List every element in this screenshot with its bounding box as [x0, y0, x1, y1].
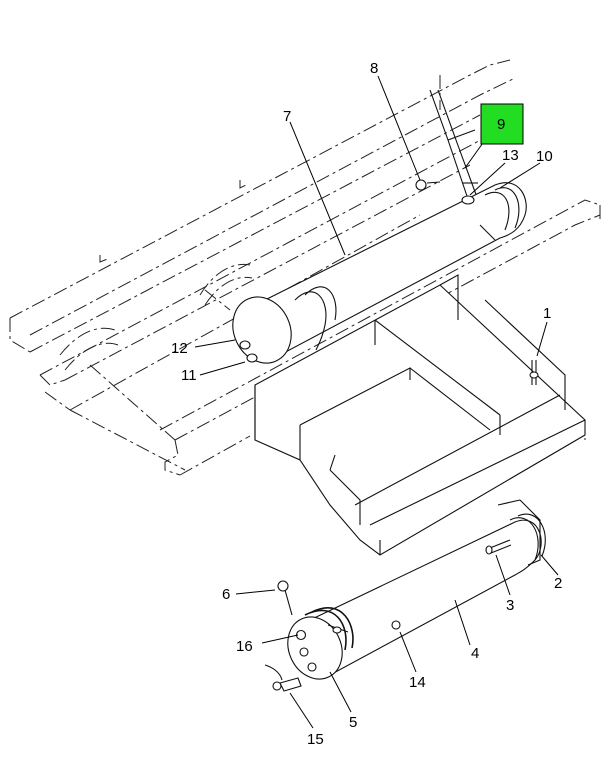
- callout-10[interactable]: 10: [536, 148, 553, 165]
- callout-5[interactable]: 5: [349, 714, 357, 731]
- leader-lines: [194, 75, 559, 729]
- callout-8[interactable]: 8: [370, 60, 378, 77]
- callout-12[interactable]: 12: [171, 340, 188, 357]
- callout-7[interactable]: 7: [283, 108, 291, 125]
- callout-14[interactable]: 14: [409, 674, 426, 691]
- callout-3[interactable]: 3: [506, 597, 514, 614]
- upper-bracket: [429, 89, 479, 206]
- highlight-box: [480, 103, 524, 145]
- callout-6[interactable]: 6: [222, 586, 230, 603]
- callout-labels: 1 2 3 4 5 6 7 8 9 10 11 12 13 14 15 16: [171, 60, 562, 748]
- callout-4[interactable]: 4: [471, 645, 479, 662]
- callout-1[interactable]: 1: [543, 305, 551, 322]
- callout-16[interactable]: 16: [236, 638, 253, 655]
- callout-9[interactable]: 9: [497, 116, 505, 133]
- callout-2[interactable]: 2: [554, 575, 562, 592]
- air-tank-upper: [232, 179, 527, 364]
- callout-13[interactable]: 13: [502, 147, 519, 164]
- air-tank-lower: [264, 499, 546, 692]
- callout-15[interactable]: 15: [307, 731, 324, 748]
- battery-box: [254, 274, 586, 556]
- callout-11[interactable]: 11: [181, 367, 197, 384]
